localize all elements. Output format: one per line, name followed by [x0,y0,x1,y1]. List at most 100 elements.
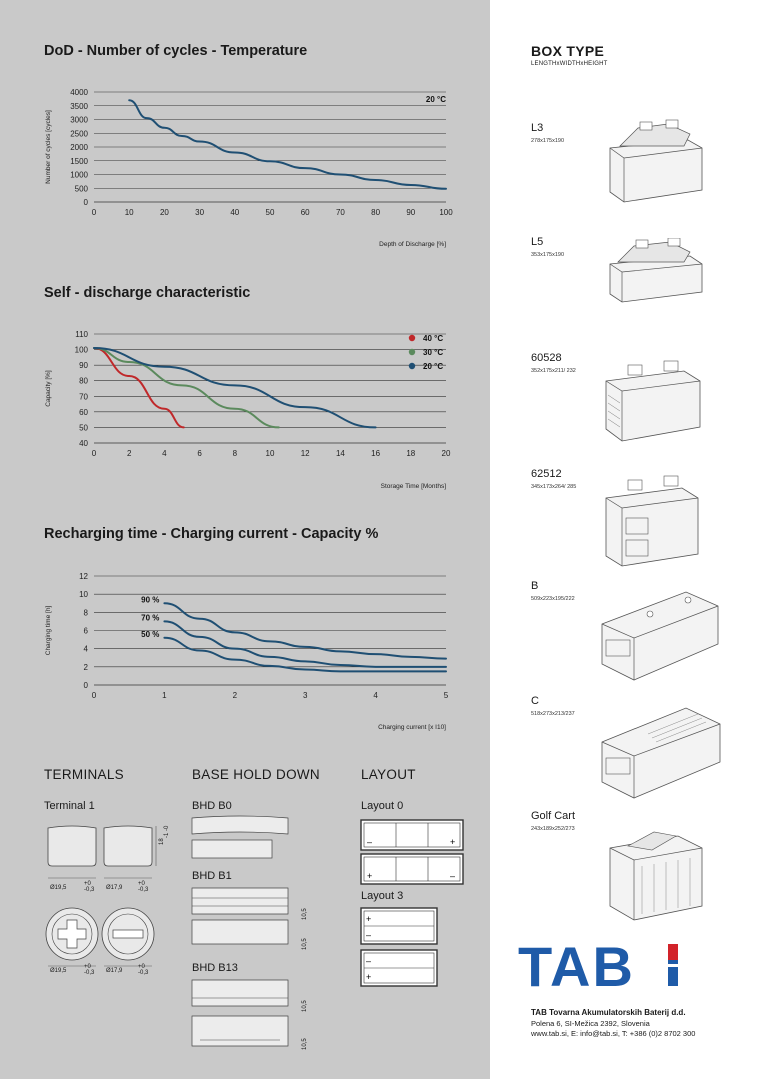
x-tick-label: 90 [406,208,415,217]
box-dims: 509x223x195/222 [531,596,575,602]
box-type-title: BOX TYPE [531,43,605,59]
layout-3-drawing: + – – + [360,907,438,987]
x-tick-label: 80 [371,208,380,217]
x-tick-label: 14 [336,449,345,458]
box-name: 60528 [531,352,562,364]
y-tick-label: 100 [75,346,89,355]
y-tick-label: 6 [84,627,89,636]
terminal-tolerance-b: +0 -0,3 [138,881,149,893]
x-tick-label: 2 [127,449,132,458]
y-axis-label: Charging time [h] [45,606,52,656]
y-tick-label: 50 [79,423,88,432]
y-tick-label: 0 [84,681,89,690]
x-tick-label: 12 [301,449,310,458]
x-tick-label: 10 [125,208,134,217]
y-tick-label: 4000 [70,88,88,97]
box-type-panel: BOX TYPE LENGTHxWIDTHxHEIGHT L3 278x175x… [490,0,759,1079]
terminals-title: TERMINALS [44,767,124,782]
terminal-diameter-b-bottom: Ø17,9 [106,968,123,974]
y-tick-label: 2000 [70,143,88,152]
box-dims: 345x173x264/ 285 [531,484,577,490]
svg-text:+: + [367,871,372,881]
legend-marker [408,362,416,370]
x-tick-label: 4 [162,449,167,458]
base-hold-down-title: BASE HOLD DOWN [192,767,320,782]
layout-title: LAYOUT [361,767,416,782]
y-tick-label: 2 [84,663,89,672]
series-label: 70 % [141,613,159,622]
y-tick-label: 10 [79,590,88,599]
battery-l3-image [609,119,703,203]
tab-logo-text: TAB [518,938,635,994]
x-tick-label: 2 [233,691,238,700]
tab-logo: TAB [518,938,681,994]
x-tick-label: 0 [92,449,97,458]
x-tick-label: 50 [266,208,275,217]
x-tick-label: 6 [197,449,202,458]
company-contact: www.tab.si, E: info@tab.si, T: +386 (0)2… [531,1029,696,1038]
series-line [128,99,447,190]
battery-l5-image [609,238,703,303]
y-axis-label: Capacity [%] [45,370,52,407]
terminal-diameter-a: Ø19,5 [50,885,67,891]
bhd-b1-dim-top: 10,5 [302,908,308,920]
y-tick-label: 3500 [70,102,88,111]
y-tick-label: 12 [79,572,88,581]
y-tick-label: 80 [79,377,88,386]
y-tick-label: 90 [79,361,88,370]
chart-3-title: Recharging time - Charging current - Cap… [44,526,379,542]
terminal-height-tolerance: -1 -0 [164,825,170,838]
legend-marker [408,348,416,356]
box-dims: 352x175x211/ 232 [531,368,576,374]
x-tick-label: 20 [160,208,169,217]
y-tick-label: 60 [79,408,88,417]
svg-text:+: + [366,914,371,924]
terminal-tolerance-a-bottom: +0 -0,3 [84,964,95,976]
bhd-b13-drawing [191,979,289,1047]
x-tick-label: 0 [92,208,97,217]
box-type-subtitle: LENGTHxWIDTHxHEIGHT [531,61,608,67]
terminal-1-label: Terminal 1 [44,800,95,812]
battery-60528-image [605,360,701,442]
legend-marker [408,334,416,342]
series-label: 20 °C [426,95,446,104]
legend-label: 40 °C [423,334,443,343]
x-tick-label: 1 [162,691,167,700]
series-line [163,636,447,673]
box-name: C [531,695,539,707]
terminal-tolerance-a: +0 -0,3 [84,881,95,893]
box-dims: 278x175x190 [531,138,565,144]
bhd-b13-dim-top: 10,5 [302,1000,308,1012]
box-dims: 353x175x190 [531,252,565,258]
company-name: TAB Tovarna Akumulatorskih Baterij d.d. [531,1008,686,1017]
battery-c-image [601,707,721,799]
terminal-tolerance-b-bottom: +0 -0,3 [138,964,149,976]
box-name: B [531,580,539,592]
terminal-height: 18 [159,838,165,845]
x-tick-label: 40 [230,208,239,217]
y-tick-label: 110 [75,330,88,339]
logo-plus-h [665,964,681,967]
svg-text:–: – [367,837,372,847]
y-tick-label: 40 [79,439,88,448]
bhd-b0-label: BHD B0 [192,800,232,812]
terminal-diameter-a-bottom: Ø19,5 [50,968,67,974]
logo-bar-accent [668,944,678,960]
bhd-b13-label: BHD B13 [192,962,238,974]
x-tick-label: 10 [266,449,275,458]
bhd-b1-drawing [191,887,289,945]
svg-text:–: – [450,871,455,881]
box-name: 62512 [531,468,562,480]
y-tick-label: 3000 [70,116,88,125]
bhd-b0-drawing [191,815,289,859]
layout-0-drawing: – + + – [360,819,464,885]
x-tick-label: 0 [92,691,97,700]
box-name: L5 [531,236,544,248]
y-tick-label: 4 [84,645,89,654]
x-tick-label: 30 [195,208,204,217]
svg-text:–: – [366,956,371,966]
bhd-b13-dim-bottom: 10,5 [302,1038,308,1050]
